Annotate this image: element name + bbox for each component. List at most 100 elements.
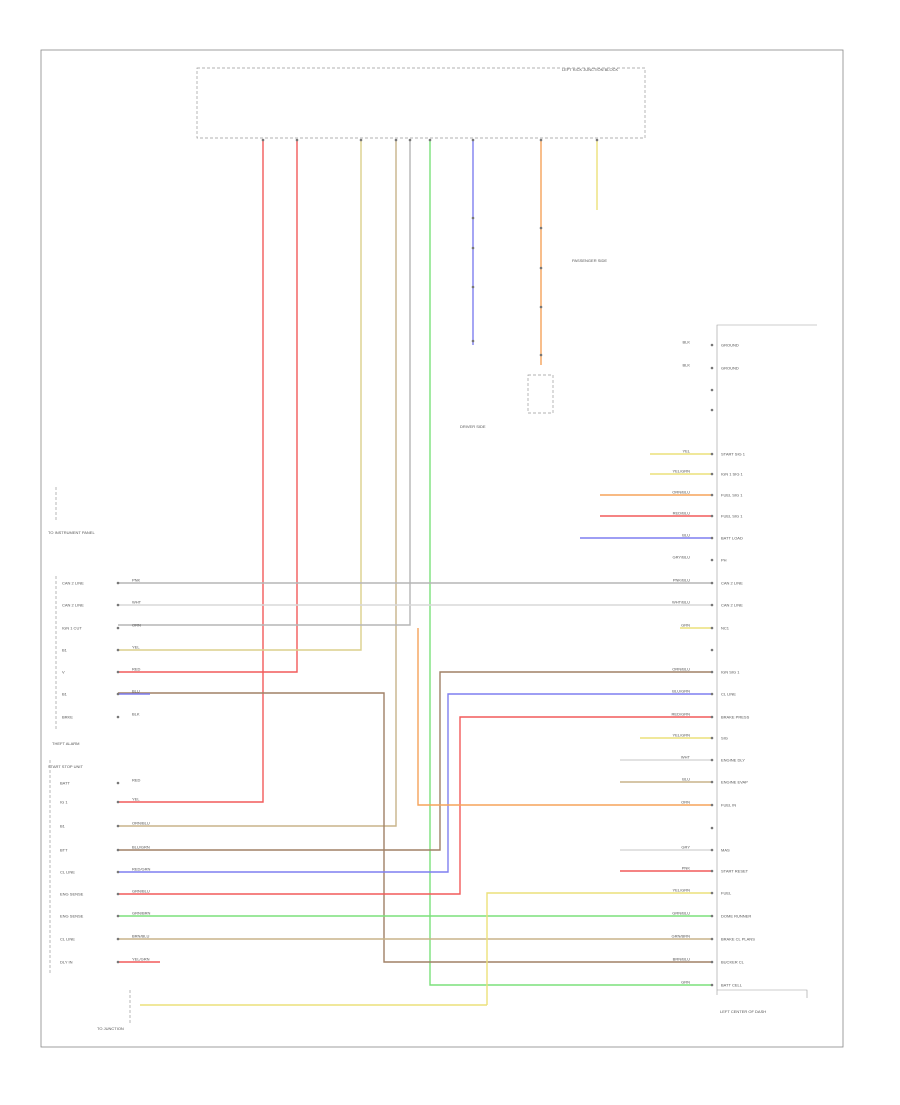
- left-top-note: TO INSTRUMENT PANEL: [48, 530, 95, 535]
- right-wire-code: GRN: [681, 623, 690, 628]
- left-pin-label: CAN 2 LINE: [62, 581, 84, 586]
- right-pin: [710, 937, 714, 941]
- bottom-pin: [116, 937, 120, 941]
- right-pin: [710, 514, 714, 518]
- bottom-wire-code: BLU/GRN: [132, 845, 150, 850]
- bottom-wire-code: RED: [132, 778, 141, 783]
- right-pin: [710, 826, 714, 830]
- right-pin: [710, 648, 714, 652]
- top-junction-title: LEFT KICK JUNCTION BLOCK: [562, 67, 618, 72]
- left-pin: [116, 581, 120, 585]
- bottom-pin-label: BATT: [60, 781, 70, 786]
- right-pin: [710, 715, 714, 719]
- right-pin: [710, 803, 714, 807]
- right-pin-label: IGN SIG 1: [721, 670, 740, 675]
- right-pin-label: BRAKE PRESS: [721, 715, 750, 720]
- right-pin-label: PH: [721, 558, 727, 563]
- orange-inline-connector: [539, 226, 543, 230]
- right-wire-code: WHT: [681, 755, 691, 760]
- wire-yellow-loop: [486, 892, 712, 1005]
- blue-inline-connector: [471, 246, 475, 250]
- right-pin-label: DOME RUNNER: [721, 914, 751, 919]
- bottom-wire-code: RED/GRN: [132, 867, 151, 872]
- right-pin: [710, 960, 714, 964]
- right-pin: [710, 493, 714, 497]
- right-wire-code: ORN/BLU: [672, 667, 690, 672]
- top-pin: [359, 138, 363, 142]
- top-pin: [408, 138, 412, 142]
- right-pin-label: CAN 2 LINE: [721, 603, 743, 608]
- bottom-module-name: START STOP UNIT: [48, 764, 84, 769]
- right-wire-code: GRN/BRN: [672, 934, 691, 939]
- left-pin: [116, 603, 120, 607]
- left-wire-code: BLK: [132, 712, 140, 717]
- bottom-pin: [116, 800, 120, 804]
- right-pin-label: SIG: [721, 736, 728, 741]
- left-wire-code: YEL: [132, 645, 140, 650]
- right-mid-note: DRIVER SIDE: [460, 424, 486, 429]
- right-wire-code: PNK/BLU: [673, 578, 690, 583]
- right-pin-label: GROUND: [721, 343, 739, 348]
- bottom-pin-label: CL LINE: [60, 870, 75, 875]
- top-junction-frame: [196, 67, 646, 139]
- bottom-pin-label: IG 1: [60, 800, 68, 805]
- right-pin-label: GROUND: [721, 366, 739, 371]
- right-pin: [710, 603, 714, 607]
- right-pin-label: BATT LOAD: [721, 536, 743, 541]
- right-pin-label: START SIG 1: [721, 452, 746, 457]
- wire-green-main: [429, 140, 712, 986]
- right-wire-code: BRN/BLU: [673, 957, 690, 962]
- bottom-pin: [116, 824, 120, 828]
- bottom-pin: [116, 960, 120, 964]
- bottom-pin-label: CL LINE: [60, 937, 75, 942]
- wires-layer: [118, 140, 712, 1006]
- right-pin: [710, 472, 714, 476]
- left-pin: [116, 715, 120, 719]
- right-pin: [710, 848, 714, 852]
- right-wire-code: YEL/GRN: [672, 733, 690, 738]
- right-pin-label: BATT CELL: [721, 983, 743, 988]
- bottom-pin: [116, 870, 120, 874]
- right-module: LEFT CENTER OF DASH: [716, 324, 817, 1014]
- right-module-name: LEFT CENTER OF DASH: [720, 1009, 766, 1014]
- orange-inline-connector: [539, 266, 543, 270]
- left-pin: [116, 648, 120, 652]
- wire-brown-2: [118, 671, 712, 851]
- right-pin: [710, 581, 714, 585]
- top-junction-block: LEFT KICK JUNCTION BLOCK: [196, 67, 646, 139]
- top-pin: [471, 138, 475, 142]
- left-pin-label: B1: [62, 692, 68, 697]
- right-pin: [710, 736, 714, 740]
- right-pin-label: CL LINE: [721, 692, 736, 697]
- right-pin: [710, 343, 714, 347]
- right-wire-code: BLU: [682, 777, 690, 782]
- right-wire-code: YEL/GRN: [672, 888, 690, 893]
- bottom-wire-code: GRN/BLU: [132, 889, 150, 894]
- right-pin: [710, 983, 714, 987]
- right-pin: [710, 408, 714, 412]
- left-pin: [116, 670, 120, 674]
- left-wire-code: BLU: [132, 689, 140, 694]
- blue-inline-connector: [471, 216, 475, 220]
- right-pin-label: BUCKER CL: [721, 960, 745, 965]
- bottom-wire-code: ORN/BLU: [132, 821, 150, 826]
- right-wire-code: GRY/BLU: [673, 555, 691, 560]
- diagram-border: [40, 49, 844, 1048]
- labels-layer: GROUND BLK GROUND BLK START SIG 1 YEL IGN 1 SI…: [60, 340, 755, 988]
- right-pin: [710, 869, 714, 873]
- right-pin: [710, 758, 714, 762]
- right-pin-label: FUEL: [721, 891, 732, 896]
- right-pin-label: START RESET: [721, 869, 749, 874]
- left-wire-code: ORN: [132, 623, 141, 628]
- right-pin: [710, 692, 714, 696]
- wire-yellow-1: [118, 140, 362, 651]
- right-pin: [710, 780, 714, 784]
- bottom-pin: [116, 892, 120, 896]
- right-pin-label: IGN 1 SIG 1: [721, 472, 744, 477]
- wire-blue-bottom: [118, 693, 712, 873]
- bottom-wire-code: BRN/BLU: [132, 934, 149, 939]
- orange-inline-connector: [539, 353, 543, 357]
- right-wire-code: GRY: [681, 845, 690, 850]
- right-wire-code: WHT/BLU: [672, 600, 690, 605]
- right-wire-code: BLK: [682, 340, 690, 345]
